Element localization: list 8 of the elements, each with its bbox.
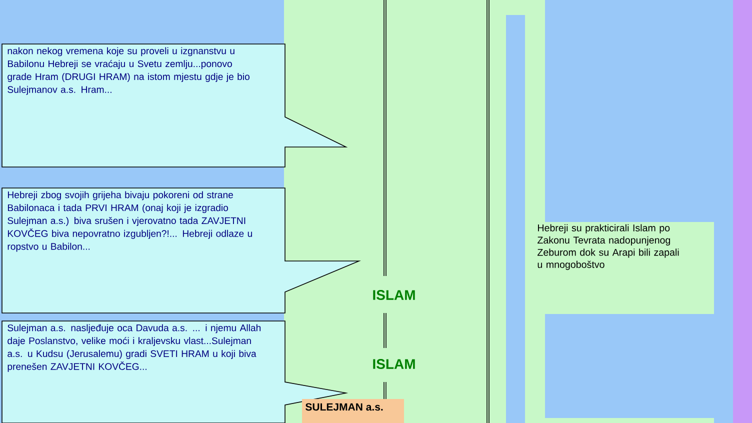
speech-callout: Hebreji zbog svojih grijeha bivaju pokoreni od strane Babilonaca i tada PRVI HRAM (onaj koji je izgradio Sulejman a.s.) biva srušen i vjerovatno tada ZAVJETNI KOVČEG biva nepovratno izgubljen?!... Hebreji odlaze u ropstvo u Babilon... — [2, 188, 361, 314]
speech-callout: nakon nekog vremena koje su proveli u izgnanstvu u Babilonu Hebreji se vraćaju u Svetu zemlju...ponovo grade Hram (DRUGI HRAM) na istom mjestu gdje je bio Sulejmanov a.s. Hram... — [2, 44, 348, 168]
timeline-label: ISLAM — [373, 290, 415, 300]
note-box: Hebreji su prakticirali Islam po Zakonu Tevrata nadopunjenog Zeburom dok su Arapi bili zapali u mnogoboštvo — [525, 222, 714, 314]
node-label: Hebreji su prakticirali Islam po Zakonu Tevrata nadopunjenog Zeburom dok su Arapi bili zapali u mnogoboštvo — [538, 224, 679, 270]
name-box: SULEJMAN a.s. — [302, 399, 404, 423]
vertical-bar — [506, 15, 525, 423]
timeline-label: ISLAM — [373, 359, 415, 369]
